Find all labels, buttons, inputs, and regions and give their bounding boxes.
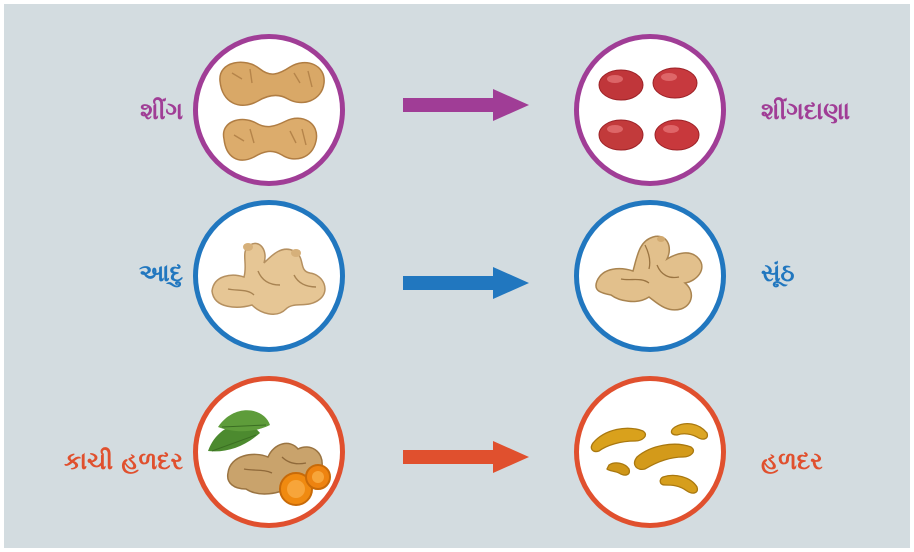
row1-to-label: શીંગદાણા <box>761 96 850 126</box>
row2-from-label: આદુ <box>139 258 183 288</box>
row1-arrow <box>401 88 531 122</box>
turmeric-leaves <box>208 410 270 451</box>
peanut-shell-upper <box>220 62 324 105</box>
row2-from-image-fresh-ginger <box>193 200 345 352</box>
dried-turmeric-fingers <box>591 424 707 493</box>
row3-to-label: હળદર <box>761 446 823 476</box>
row3-to-image-dried-turmeric <box>574 376 726 528</box>
dried-ginger <box>596 236 702 310</box>
ginger-root <box>212 243 325 314</box>
row1-to-image-peanut-kernels <box>574 34 726 186</box>
row3-arrow <box>401 440 531 474</box>
row3-from-label: કાચી હળદર <box>64 446 183 476</box>
row1-from-image-peanuts-in-shell <box>193 34 345 186</box>
row2-arrow <box>401 266 531 300</box>
diagram-panel: શીંગ <box>4 4 910 548</box>
row3-from-image-raw-turmeric <box>193 376 345 528</box>
peanut-kernels <box>599 68 699 150</box>
peanut-shell-lower <box>224 118 317 160</box>
row2-to-image-dried-ginger <box>574 200 726 352</box>
row2-to-label: સૂંઠ <box>761 258 794 288</box>
row1-from-label: શીંગ <box>140 96 183 126</box>
